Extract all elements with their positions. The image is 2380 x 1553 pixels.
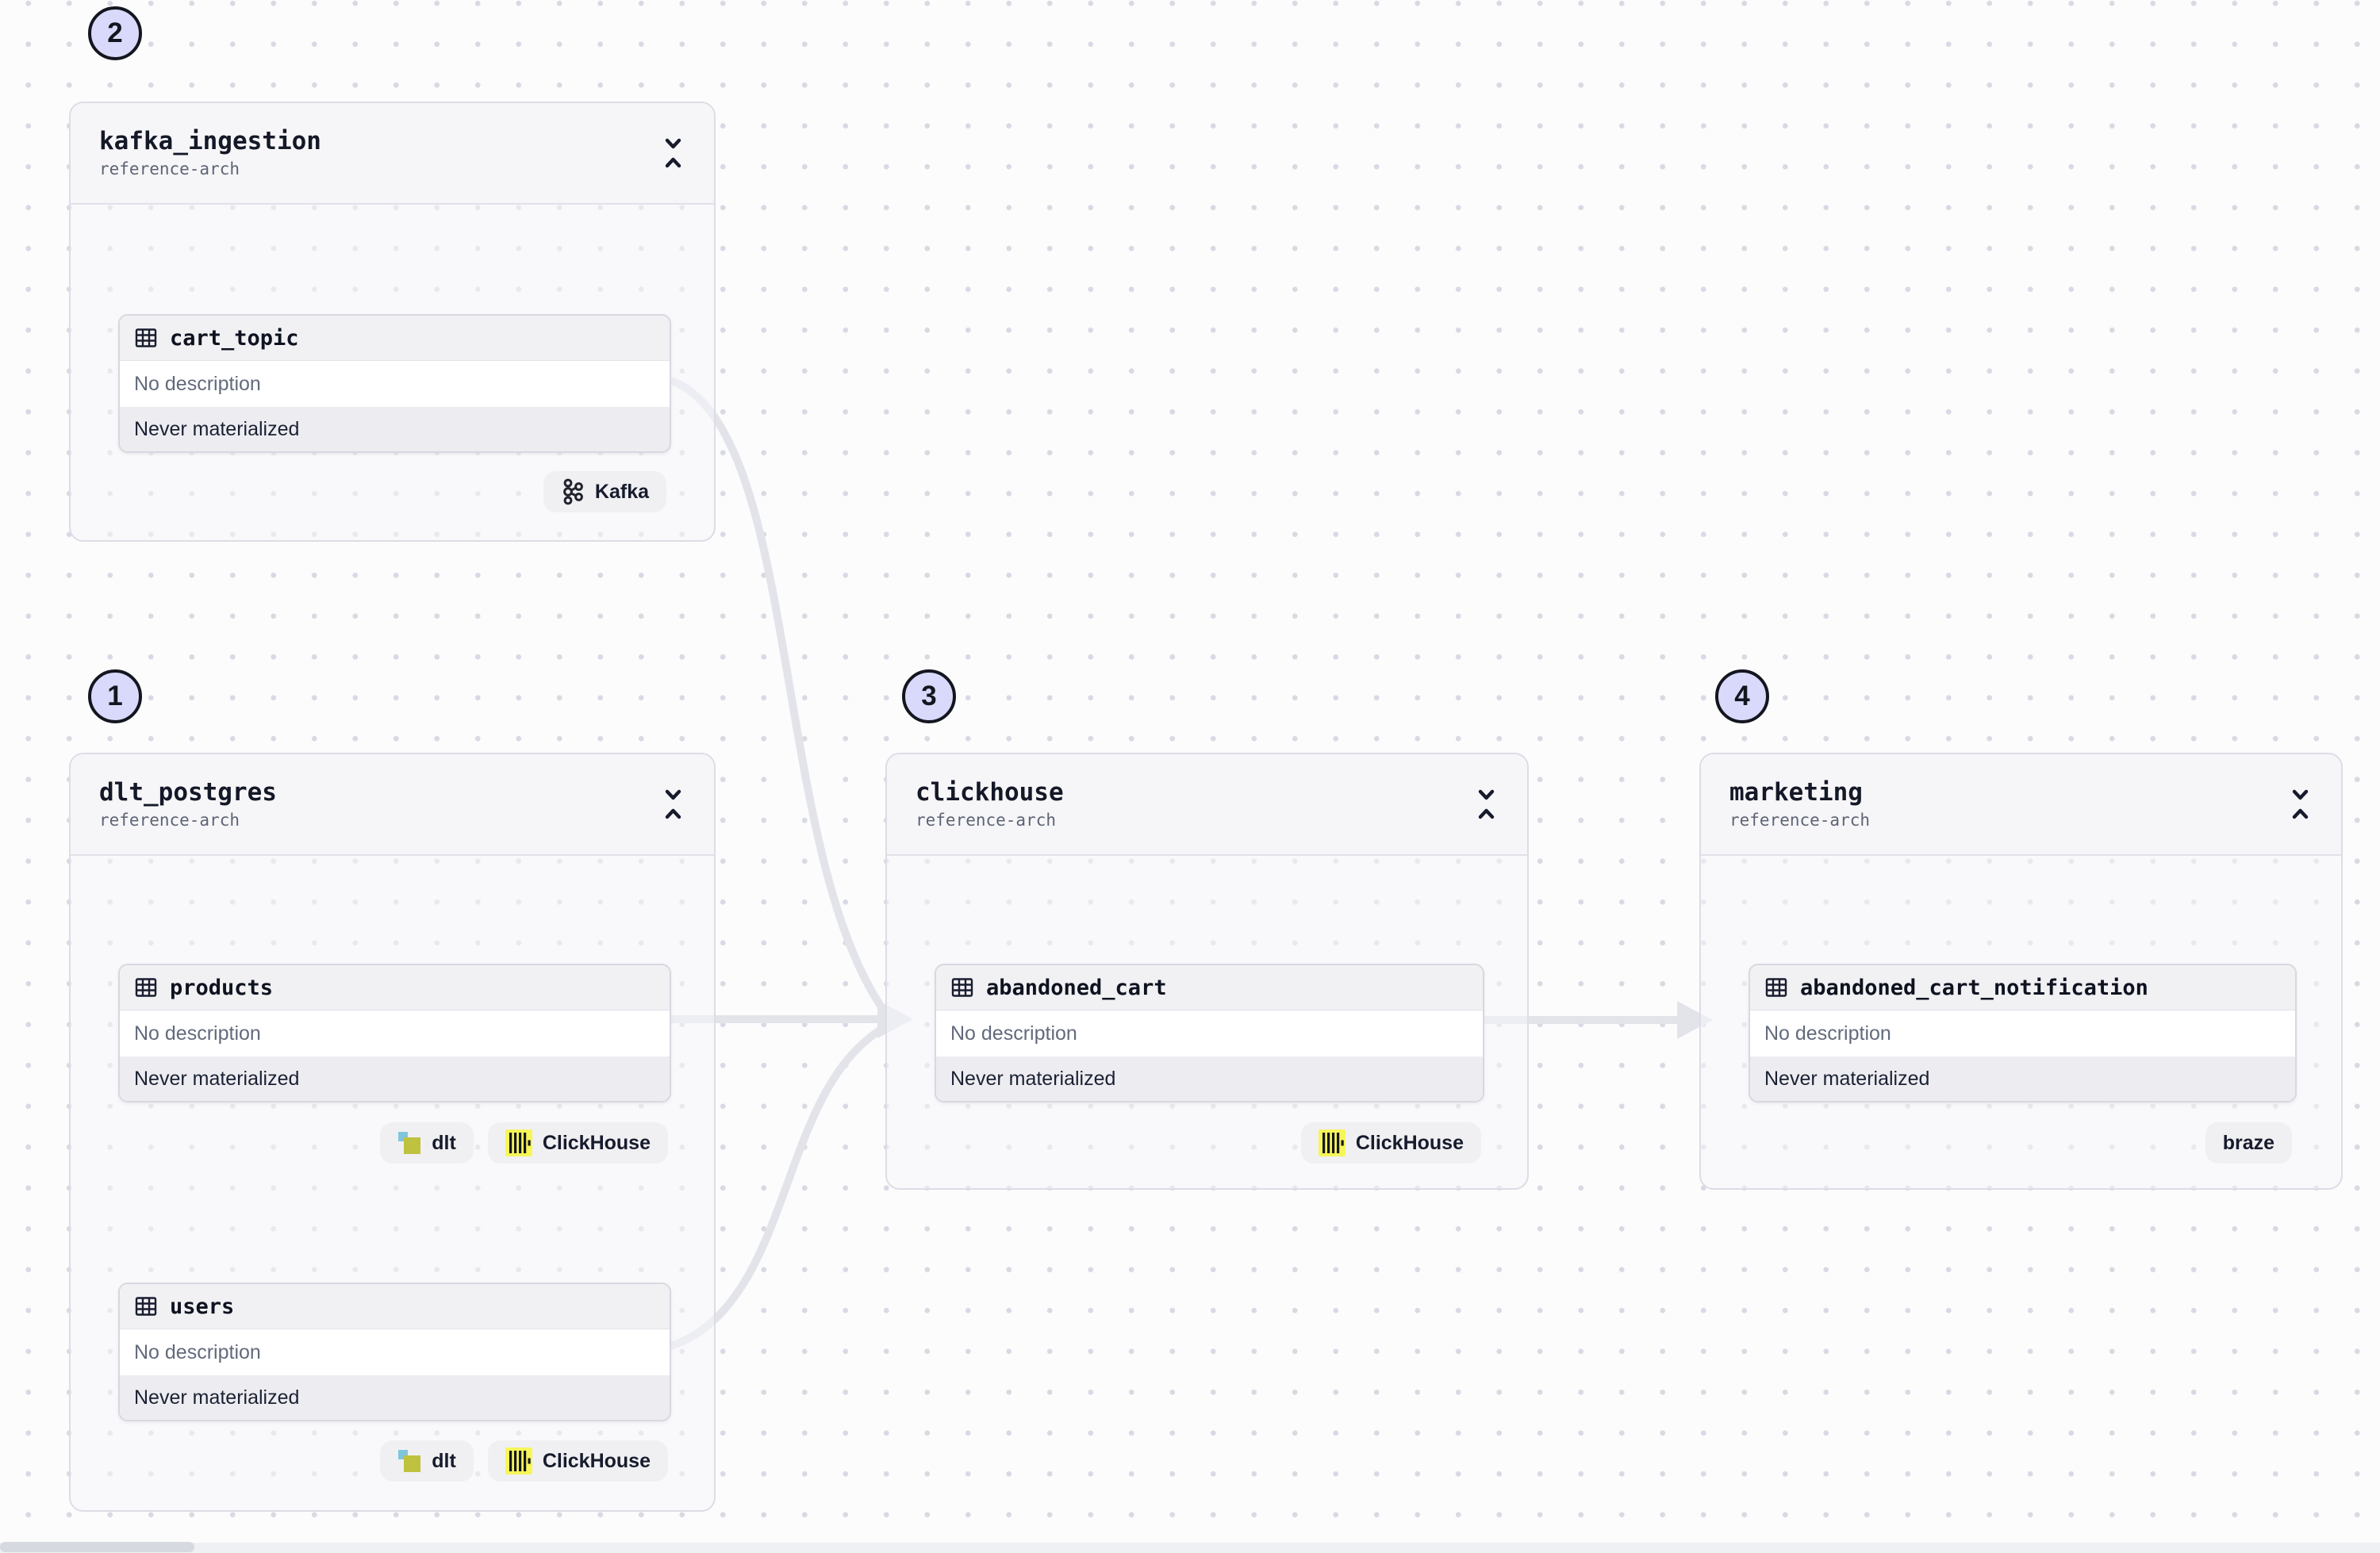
group-header[interactable]: clickhouse reference-arch [887, 754, 1527, 856]
asset-card-products[interactable]: products No description Never materializ… [118, 964, 671, 1102]
group-number-badge: 1 [88, 669, 142, 723]
horizontal-scrollbar-track [0, 1543, 2380, 1553]
collapse-group-button[interactable] [1469, 781, 1503, 827]
kind-tag-clickhouse[interactable]: ClickHouse [487, 1440, 668, 1482]
tag-label: ClickHouse [1355, 1131, 1464, 1154]
asset-group-clickhouse: clickhouse reference-arch abandoned_cart… [885, 753, 1529, 1190]
group-subtitle: reference-arch [1729, 811, 1871, 830]
asset-description: No description [120, 1010, 670, 1057]
group-subtitle: reference-arch [99, 811, 240, 830]
tag-label: dlt [432, 1131, 456, 1154]
chevrons-collapse-icon [1478, 789, 1495, 819]
kafka-icon [563, 478, 583, 505]
asset-name: cart_topic [170, 325, 299, 351]
group-title: marketing [1729, 777, 1863, 807]
asset-name: users [170, 1294, 235, 1319]
kind-tag-kafka[interactable]: Kafka [543, 471, 666, 512]
table-icon [135, 978, 157, 997]
asset-group-dlt-postgres: dlt_postgres reference-arch products No … [69, 753, 716, 1512]
asset-status: Never materialized [120, 1057, 670, 1101]
asset-group-marketing: marketing reference-arch abandoned_cart_… [1699, 753, 2343, 1190]
group-header[interactable]: marketing reference-arch [1701, 754, 2341, 856]
asset-status: Never materialized [1750, 1057, 2295, 1101]
table-icon [951, 978, 973, 997]
horizontal-scrollbar-thumb[interactable] [0, 1542, 194, 1552]
asset-card-users[interactable]: users No description Never materialized [118, 1283, 671, 1421]
group-title: kafka_ingestion [99, 126, 321, 155]
chevrons-collapse-icon [665, 789, 681, 819]
table-icon [1765, 978, 1787, 997]
kind-tag-dlt[interactable]: dlt [380, 1440, 474, 1482]
asset-card-abandoned-cart-notification[interactable]: abandoned_cart_notification No descripti… [1749, 964, 2297, 1102]
collapse-group-button[interactable] [656, 130, 690, 176]
group-header[interactable]: dlt_postgres reference-arch [71, 754, 714, 856]
asset-description: No description [1750, 1010, 2295, 1057]
asset-name: products [170, 975, 274, 1000]
tag-label: dlt [432, 1449, 456, 1472]
dlt-icon [398, 1450, 421, 1472]
group-number-badge: 2 [88, 6, 142, 60]
asset-status: Never materialized [120, 408, 670, 451]
clickhouse-icon [505, 1129, 532, 1156]
asset-name: abandoned_cart_notification [1800, 975, 2148, 1000]
clickhouse-icon [505, 1448, 532, 1474]
group-number-badge: 3 [902, 669, 956, 723]
table-icon [135, 1297, 157, 1316]
kind-tag-clickhouse[interactable]: ClickHouse [487, 1122, 668, 1164]
tag-label: braze [2222, 1131, 2274, 1154]
chevrons-collapse-icon [2292, 789, 2309, 819]
asset-name: abandoned_cart [986, 975, 1167, 1000]
asset-description: No description [120, 361, 670, 408]
asset-description: No description [936, 1010, 1483, 1057]
group-subtitle: reference-arch [916, 811, 1057, 830]
asset-status: Never materialized [936, 1057, 1483, 1101]
collapse-group-button[interactable] [656, 781, 690, 827]
kind-tag-braze[interactable]: braze [2205, 1122, 2292, 1164]
asset-card-abandoned-cart[interactable]: abandoned_cart No description Never mate… [935, 964, 1484, 1102]
kind-tag-clickhouse[interactable]: ClickHouse [1300, 1122, 1481, 1164]
dlt-icon [398, 1132, 421, 1154]
tag-label: ClickHouse [542, 1131, 651, 1154]
clickhouse-icon [1318, 1129, 1345, 1156]
group-number-badge: 4 [1715, 669, 1769, 723]
collapse-group-button[interactable] [2283, 781, 2317, 827]
group-subtitle: reference-arch [99, 159, 240, 179]
asset-status: Never materialized [120, 1376, 670, 1420]
group-title: clickhouse [916, 777, 1064, 807]
asset-description: No description [120, 1329, 670, 1376]
table-icon [135, 328, 157, 347]
kind-tag-dlt[interactable]: dlt [380, 1122, 474, 1164]
group-header[interactable]: kafka_ingestion reference-arch [71, 103, 714, 205]
group-title: dlt_postgres [99, 777, 277, 807]
tag-label: ClickHouse [542, 1449, 651, 1472]
chevrons-collapse-icon [665, 138, 681, 168]
asset-group-kafka-ingestion: kafka_ingestion reference-arch cart_topi… [69, 102, 716, 542]
tag-label: Kafka [594, 480, 649, 503]
asset-card-cart-topic[interactable]: cart_topic No description Never material… [118, 314, 671, 453]
